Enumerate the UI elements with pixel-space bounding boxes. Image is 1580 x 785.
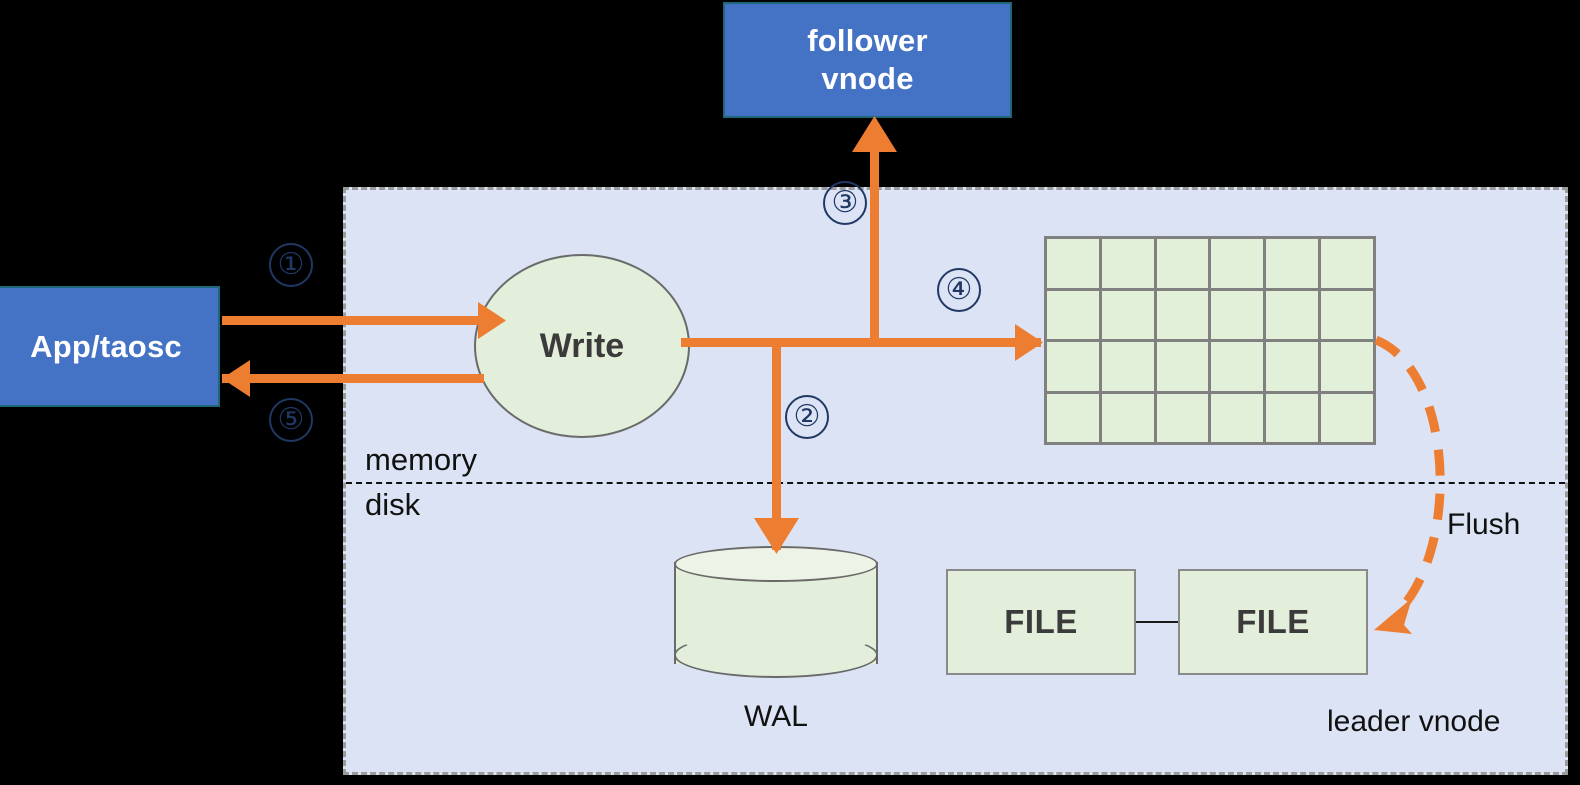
- disk-label: disk: [365, 487, 421, 522]
- file-2-label: FILE: [1236, 603, 1310, 640]
- memtable-cell: [1047, 239, 1099, 288]
- step-badge-4: ④: [937, 268, 981, 312]
- memtable-cell: [1156, 393, 1209, 442]
- memtable-grid: [1044, 236, 1376, 445]
- memtable-cell: [1211, 290, 1264, 339]
- memtable-cell: [1047, 393, 1099, 442]
- flush-label: Flush: [1447, 508, 1521, 541]
- memtable-cell: [1211, 239, 1264, 288]
- memtable-cell: [1321, 239, 1373, 288]
- wal-cylinder[interactable]: [674, 546, 878, 680]
- memtable-cell: [1047, 290, 1099, 339]
- arrow-line-step-4: [681, 338, 1041, 347]
- file-box-1[interactable]: FILE: [946, 569, 1136, 675]
- wal-cylinder-bottom: [674, 632, 878, 678]
- memtable-cell: [1101, 239, 1154, 288]
- follower-vnode-line-1: follower: [807, 23, 928, 59]
- memtable-cell: [1101, 342, 1154, 391]
- memtable-cell: [1266, 393, 1319, 442]
- memtable-cell: [1211, 393, 1264, 442]
- memtable-cell: [1101, 393, 1154, 442]
- file-1-label: FILE: [1004, 603, 1078, 640]
- memtable-cell: [1211, 342, 1264, 391]
- follower-vnode-line-2: vnode: [821, 61, 914, 96]
- step-badge-1: ①: [269, 243, 313, 287]
- memtable-cell: [1047, 342, 1099, 391]
- arrow-line-step-5: [222, 374, 484, 383]
- file-box-2[interactable]: FILE: [1178, 569, 1368, 675]
- memtable-cell: [1156, 342, 1209, 391]
- write-node[interactable]: Write: [474, 254, 690, 438]
- memtable-cell: [1321, 393, 1373, 442]
- step-badge-2: ②: [785, 395, 829, 439]
- step-badge-3: ③: [823, 181, 867, 225]
- wal-cylinder-top: [674, 546, 878, 582]
- memtable-cell: [1156, 239, 1209, 288]
- memtable-cell: [1266, 290, 1319, 339]
- memtable-cell: [1266, 342, 1319, 391]
- follower-vnode-label: follower vnode: [807, 22, 927, 98]
- follower-vnode-box[interactable]: follower vnode: [723, 2, 1012, 118]
- memory-disk-divider: [346, 482, 1565, 484]
- arrow-line-step-1: [222, 316, 478, 325]
- write-label: Write: [539, 326, 625, 365]
- arrow-line-step-3: [870, 130, 879, 343]
- memory-label: memory: [365, 442, 477, 477]
- app-taosc-box[interactable]: App/taosc: [0, 286, 220, 407]
- wal-label: WAL: [744, 700, 808, 733]
- app-taosc-label: App/taosc: [30, 328, 182, 364]
- memtable-cell: [1321, 290, 1373, 339]
- memtable-cell: [1321, 342, 1373, 391]
- memtable-cell: [1266, 239, 1319, 288]
- file-link-connector: [1136, 621, 1180, 623]
- memtable-cell: [1156, 290, 1209, 339]
- step-badge-5: ⑤: [269, 398, 313, 442]
- arrow-line-step-2: [772, 342, 781, 550]
- leader-vnode-label: leader vnode: [1327, 705, 1501, 738]
- memtable-cell: [1101, 290, 1154, 339]
